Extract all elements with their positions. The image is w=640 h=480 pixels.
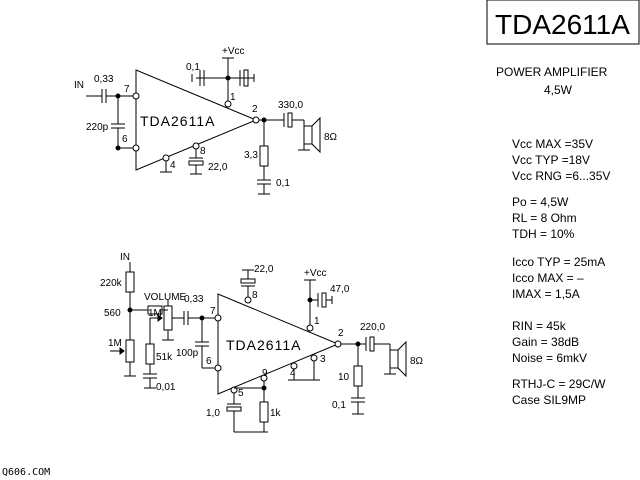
c2-c10: 1,0 [206,408,220,419]
c2-c001: 0,01 [156,382,176,393]
c1-pin7: 7 [124,84,130,95]
c2-c220: 22,0 [254,264,274,275]
c2-pot-a: 1M [108,338,122,349]
c1-pin8: 8 [200,146,206,157]
spec-case: Case SIL9MP [512,393,586,407]
c2-in: IN [120,252,130,263]
c2-spk: 8Ω [410,356,424,367]
c1-rout: 3,3 [244,150,258,161]
c2-volume: VOLUME [144,292,187,303]
c2-pin1: 1 [314,316,320,327]
c2-pin5: 5 [238,388,244,399]
ic2-label: TDA2611A [226,337,301,353]
c1-spk: 8Ω [324,132,338,143]
c1-pin1: 1 [230,92,236,103]
c2-r10: 10 [338,372,350,383]
c2-vcc: +Vcc [304,268,327,279]
c1-pin2: 2 [252,104,258,115]
subtitle-line1: POWER AMPLIFIER [496,65,608,79]
c1-cout2: 0,1 [276,178,290,189]
c1-vcc: +Vcc [222,46,245,57]
c2-c100p: 100p [176,348,199,359]
c2-pin6: 6 [206,356,212,367]
circuit2-labels: TDA2611A +Vcc IN 220k 560 1M 1M VOLUME 0… [100,252,424,419]
spec-vcc-rng: Vcc RNG =6...35V [512,169,610,183]
spec-rthj: RTHJ-C = 29C/W [512,377,606,391]
c2-r560: 560 [104,308,121,319]
c1-cvcc: 0,1 [186,62,200,73]
c2-r51k: 51k [156,352,173,363]
c1-c8: 22,0 [208,162,228,173]
c1-cin: 0,33 [94,74,114,85]
page-title: TDA2611A [495,9,630,40]
c1-cout: 330,0 [278,100,303,111]
c1-in: IN [74,80,84,91]
spec-imax: IMAX = 1,5A [512,287,580,301]
c2-pin3: 3 [320,354,326,365]
ic2-triangle [217,293,340,395]
c2-r1k: 1k [270,408,282,419]
watermark: Q606.COM [2,467,50,478]
c1-pin6: 6 [122,134,128,145]
spec-list: Vcc MAX =35V Vcc TYP =18V Vcc RNG =6...3… [512,137,610,407]
spec-noise: Noise = 6mkV [512,351,587,365]
c1-pin4: 4 [170,160,176,171]
spec-icco-typ: Icco TYP = 25mA [512,255,605,269]
c2-c470: 47,0 [330,284,350,295]
title-box [486,0,640,45]
spec-vcc-typ: Vcc TYP =18V [512,153,590,167]
c2-pot-b: 1M [148,308,162,319]
spec-rl: RL = 8 Ohm [512,211,577,225]
c2-pin7: 7 [210,306,216,317]
circuit1-labels: TDA2611A +Vcc IN 0,33 220p 0,1 330,0 22,… [74,46,338,189]
spec-vcc-max: Vcc MAX =35V [512,137,593,151]
c2-c033: 0,33 [184,294,204,305]
spec-gain: Gain = 38dB [512,335,579,349]
c2-pin4: 4 [290,368,296,379]
c2-pin2: 2 [338,328,344,339]
c2-pin8: 8 [252,290,258,301]
spec-tdh: TDH = 10% [512,227,575,241]
c2-r220k: 220k [100,278,123,289]
c2-pin9: 9 [262,368,268,379]
c2-cout: 220,0 [360,322,385,333]
ic1-label: TDA2611A [140,113,215,129]
spec-po: Po = 4,5W [512,195,569,209]
c1-c220p: 220p [86,122,109,133]
subtitle-line2: 4,5W [544,83,573,97]
spec-icco-max: Icco MAX = – [512,271,584,285]
spec-rin: RIN = 45k [512,319,567,333]
c2-c01: 0,1 [332,400,346,411]
